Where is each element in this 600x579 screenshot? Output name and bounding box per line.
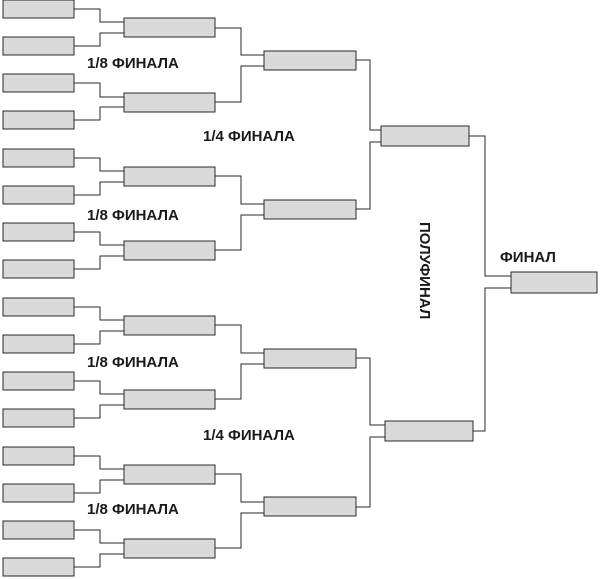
qf-slot[interactable]	[263, 496, 357, 517]
connector	[74, 32, 124, 47]
connector	[473, 287, 511, 432]
qf-slot[interactable]	[263, 348, 357, 369]
round-labels: 1/8 ФИНАЛА 1/8 ФИНАЛА 1/8 ФИНАЛА 1/8 ФИН…	[87, 55, 556, 518]
round-of-16	[123, 17, 216, 559]
connectors-r32	[74, 8, 124, 568]
connector	[356, 357, 385, 426]
semifinal	[380, 125, 474, 442]
connector	[74, 479, 124, 494]
semifinal-label: ПОЛУФИНАЛ	[416, 222, 433, 319]
round-of-16-label: 1/8 ФИНАЛА	[87, 501, 179, 518]
connector	[74, 455, 124, 470]
r32-slot[interactable]	[2, 408, 75, 428]
connector	[469, 135, 511, 277]
connector	[356, 436, 385, 508]
connectors-r16	[215, 27, 264, 549]
final	[510, 271, 598, 294]
r32-slot[interactable]	[2, 371, 75, 391]
connector	[215, 473, 264, 503]
connector	[74, 330, 124, 345]
connector	[74, 106, 124, 121]
r32-slot[interactable]	[2, 446, 75, 466]
connector	[215, 512, 264, 549]
final-label: ФИНАЛ	[500, 249, 556, 266]
r32-slot[interactable]	[2, 185, 75, 205]
connector	[74, 404, 124, 419]
connector	[215, 175, 264, 205]
connector	[74, 157, 124, 172]
r32-slot[interactable]	[2, 0, 75, 19]
r32-slot[interactable]	[2, 483, 75, 503]
connector	[215, 65, 264, 103]
r16-slot[interactable]	[123, 92, 216, 113]
r16-slot[interactable]	[123, 240, 216, 261]
sf-slot[interactable]	[380, 125, 470, 147]
connector	[74, 8, 124, 23]
r32-slot[interactable]	[2, 557, 75, 577]
quarterfinal	[263, 50, 357, 517]
connector	[356, 59, 381, 131]
connector	[215, 363, 264, 400]
connectors-sf	[469, 135, 511, 432]
round-of-32	[2, 0, 75, 577]
connector	[74, 380, 124, 395]
qf-slot[interactable]	[263, 50, 357, 71]
connector	[215, 324, 264, 354]
r32-slot[interactable]	[2, 148, 75, 168]
connector	[215, 214, 264, 251]
r16-slot[interactable]	[123, 538, 216, 559]
r16-slot[interactable]	[123, 389, 216, 410]
r16-slot[interactable]	[123, 17, 216, 38]
sf-slot[interactable]	[384, 420, 474, 442]
r32-slot[interactable]	[2, 222, 75, 242]
connector	[74, 553, 124, 568]
round-of-16-label: 1/8 ФИНАЛА	[87, 207, 179, 224]
final-slot[interactable]	[510, 271, 598, 294]
connector	[74, 82, 124, 98]
r32-slot[interactable]	[2, 520, 75, 540]
round-of-16-label: 1/8 ФИНАЛА	[87, 354, 179, 371]
connector	[74, 306, 124, 321]
connector	[74, 231, 124, 246]
r32-slot[interactable]	[2, 297, 75, 317]
r16-slot[interactable]	[123, 166, 216, 187]
quarterfinal-label: 1/4 ФИНАЛА	[203, 128, 295, 145]
r32-slot[interactable]	[2, 259, 75, 279]
qf-slot[interactable]	[263, 199, 357, 220]
r32-slot[interactable]	[2, 36, 75, 56]
connector	[74, 181, 124, 196]
connector	[74, 529, 124, 544]
connector	[74, 255, 124, 270]
connector	[356, 141, 381, 210]
r16-slot[interactable]	[123, 464, 216, 485]
r32-slot[interactable]	[2, 334, 75, 354]
connectors-qf	[356, 59, 385, 508]
connector	[215, 27, 264, 56]
r32-slot[interactable]	[2, 110, 75, 130]
r32-slot[interactable]	[2, 73, 75, 93]
quarterfinal-label: 1/4 ФИНАЛА	[203, 427, 295, 444]
round-of-16-label: 1/8 ФИНАЛА	[87, 55, 179, 72]
r16-slot[interactable]	[123, 315, 216, 336]
